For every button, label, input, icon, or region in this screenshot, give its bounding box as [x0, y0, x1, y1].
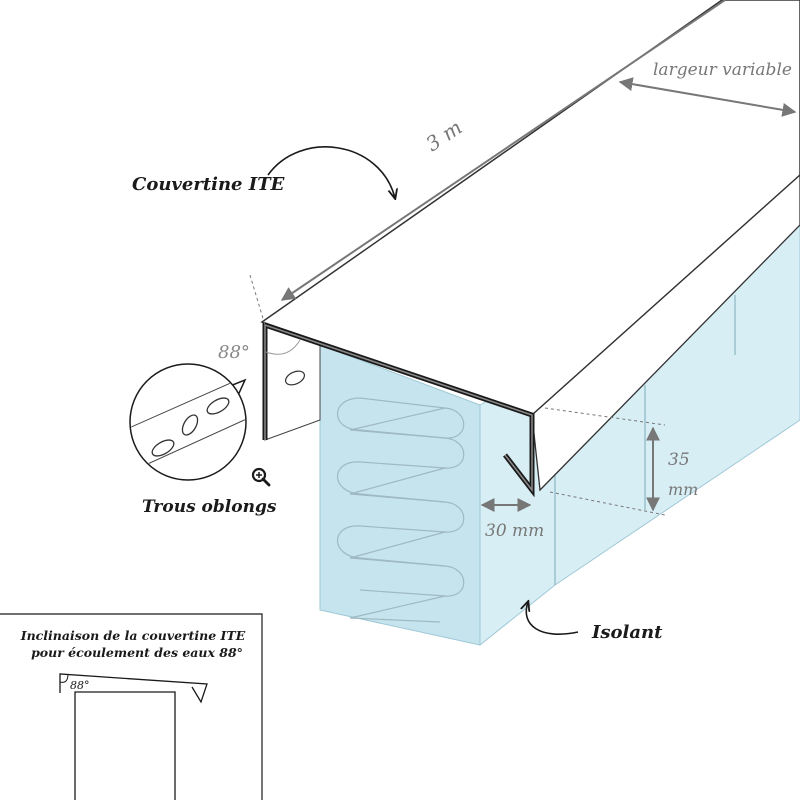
callout-arrow-couvertine	[267, 146, 395, 198]
inset-angle: 88°	[70, 679, 90, 692]
label-width: largeur variable	[653, 60, 792, 80]
inset-panel: Inclinaison de la couvertine ITE pour éc…	[0, 613, 263, 800]
label-holes: Trous oblongs	[142, 497, 277, 517]
label-depth: 30 mm	[485, 521, 544, 541]
label-length: 3 m	[421, 115, 466, 156]
guide-line	[249, 274, 266, 326]
guide-line	[544, 407, 666, 426]
couvertine-side-lip	[531, 174, 800, 492]
inset-title-line2: pour écoulement des eaux 88°	[31, 645, 243, 660]
dimension-width	[618, 77, 797, 117]
guide-line	[549, 491, 666, 516]
oblong-hole	[181, 414, 199, 436]
oblong-hole	[206, 397, 230, 415]
zoom-in-icon[interactable]	[251, 467, 271, 487]
insulation-hatch	[336, 397, 465, 623]
inset-profile	[59, 673, 208, 704]
oblong-hole	[284, 370, 306, 386]
angle-arc	[265, 339, 301, 355]
inset-wall	[74, 691, 176, 800]
inset-title-line1: Inclinaison de la couvertine ITE	[20, 628, 246, 643]
callout-arrow-insulation	[526, 602, 579, 635]
label-height-value: 35	[668, 450, 690, 470]
dimension-length	[280, 0, 726, 301]
detail-bubble	[129, 363, 247, 481]
label-height-unit: mm	[668, 480, 698, 499]
oblong-hole	[151, 439, 175, 457]
insulation-front-face	[319, 344, 481, 646]
label-couvertine: Couvertine ITE	[132, 174, 285, 195]
couvertine-profile-highlight	[264, 323, 533, 493]
label-insulation: Isolant	[591, 622, 663, 643]
label-angle: 88°	[218, 342, 250, 363]
